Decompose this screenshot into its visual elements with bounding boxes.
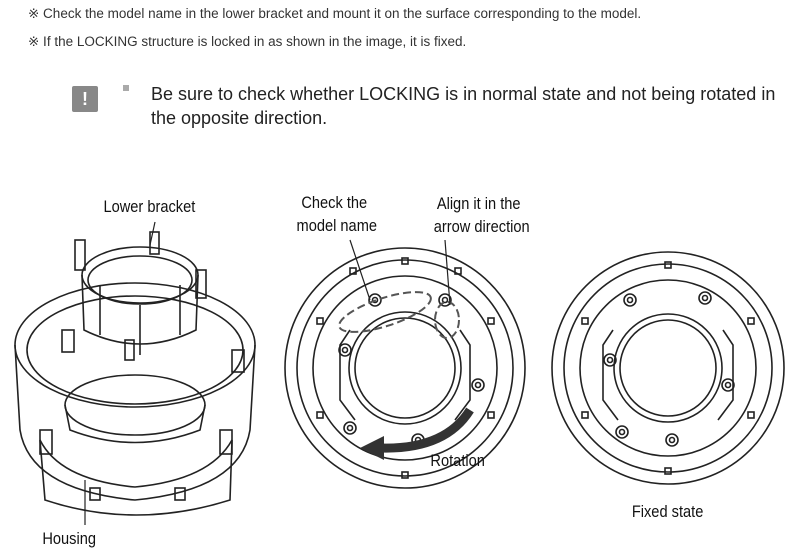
align-arrow-label-line1: Align it in the: [436, 194, 521, 213]
rotation-arrow: [360, 407, 474, 460]
instruction-note-2: ※ If the LOCKING structure is locked in …: [28, 34, 467, 49]
model-name-highlight: [338, 291, 460, 339]
fixed-state-label: Fixed state: [631, 502, 704, 521]
bullet-icon: [123, 85, 129, 91]
check-model-label-line2: model name: [296, 216, 378, 235]
instruction-note-1: ※ Check the model name in the lower brac…: [28, 6, 642, 21]
caution-icon: !: [72, 86, 98, 112]
housing-label: Housing: [42, 529, 97, 548]
lower-bracket-label: Lower bracket: [103, 197, 196, 216]
housing-illustration: [14, 231, 256, 516]
caution-text: Be sure to check whether LOCKING is in n…: [151, 84, 776, 128]
align-arrow-label-line2: arrow direction: [433, 217, 530, 236]
bracket-topview: [284, 247, 526, 489]
check-model-label-line1: Check the: [301, 193, 368, 212]
rotation-label: Rotation: [430, 451, 485, 470]
fixed-state-topview: [551, 251, 785, 485]
